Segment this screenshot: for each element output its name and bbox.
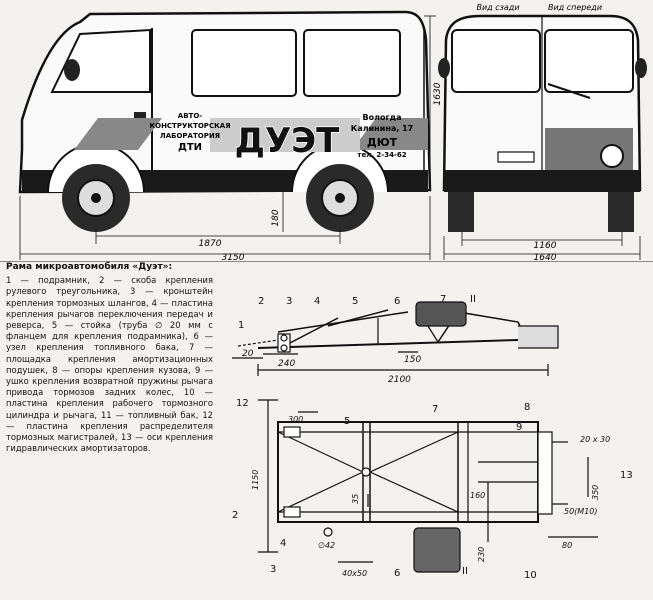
side-label-5: 5 xyxy=(352,296,358,307)
caption-text: 1 — подрамник, 2 — скоба крепления рулев… xyxy=(6,275,213,454)
plan-label-6: 6 xyxy=(394,568,400,579)
frame-side-view xyxy=(232,301,559,376)
org-line-3: ЛАБОРАТОРИЯ xyxy=(160,132,220,140)
addr-line-1: Вологда xyxy=(363,113,402,122)
figure-caption: Рама микроавтомобиля «Дуэт»: 1 — подрамн… xyxy=(6,262,213,454)
plan-label-7: 7 xyxy=(432,404,438,415)
front-dimensions xyxy=(424,15,641,260)
frame-plan-view xyxy=(258,399,598,573)
dim-ground-clearance: 180 xyxy=(271,209,281,226)
plan-label-9: 9 xyxy=(516,422,522,433)
dim-plan-50m10: 50(M10) xyxy=(564,507,598,516)
dim-height: 1630 xyxy=(433,82,443,105)
frame-drawing: 1 2 3 4 5 6 7 II 20 240 150 2100 12 2 3 … xyxy=(232,294,633,581)
view-front-label: Вид спереди xyxy=(548,3,602,12)
van-side-view xyxy=(18,10,432,232)
addr-line-3: ДЮТ xyxy=(367,136,398,149)
frame-side-labels: 1 2 3 4 5 6 7 II xyxy=(238,294,476,331)
side-label-4: 4 xyxy=(314,296,320,307)
caption-title: Рама микроавтомобиля «Дуэт»: xyxy=(6,262,173,272)
addr-line-2: Калинина, 17 xyxy=(351,124,413,133)
dim-plan-350: 350 xyxy=(591,485,600,500)
side-label-7: 7 xyxy=(440,294,446,305)
dim-plan-1150: 1150 xyxy=(251,470,260,490)
dim-plan-40x50: 40x50 xyxy=(342,569,367,578)
side-label-6: 6 xyxy=(394,296,400,307)
dim-side-240: 240 xyxy=(278,359,295,369)
plan-label-3: 3 xyxy=(270,564,276,575)
dim-plan-35: 35 xyxy=(351,494,360,504)
van-lettering: АВТО- КОНСТРУКТОРСКАЯ ЛАБОРАТОРИЯ ДТИ ДУ… xyxy=(149,112,413,162)
plan-label-4: 4 xyxy=(280,538,286,549)
van-drawing: АВТО- КОНСТРУКТОРСКАЯ ЛАБОРАТОРИЯ ДТИ ДУ… xyxy=(0,3,653,262)
plan-label-8: 8 xyxy=(524,402,530,413)
side-label-11: II xyxy=(470,294,476,305)
org-line-1: АВТО- xyxy=(178,112,202,120)
org-line-2: КОНСТРУКТОРСКАЯ xyxy=(149,122,230,130)
plan-label-11: II xyxy=(462,566,468,577)
dim-side-20: 20 xyxy=(242,349,254,359)
org-line-4: ДТИ xyxy=(178,142,202,153)
brand-name: ДУЭТ xyxy=(235,121,340,161)
plan-label-13: 13 xyxy=(620,470,633,481)
view-rear-label: Вид сзади xyxy=(476,3,519,12)
side-label-3: 3 xyxy=(286,296,292,307)
van-front-view xyxy=(438,14,647,232)
plan-label-2: 2 xyxy=(232,510,238,521)
dim-plan-300: 300 xyxy=(288,415,303,424)
dim-length: 3150 xyxy=(222,253,245,262)
side-dimensions xyxy=(19,192,431,260)
dim-plan-42: ∅42 xyxy=(318,541,335,550)
dim-track: 1160 xyxy=(534,241,557,251)
frame-plan-labels: 12 2 3 4 5 6 7 8 9 10 13 II xyxy=(232,398,633,581)
plan-label-10: 10 xyxy=(524,570,537,581)
plan-label-12: 12 xyxy=(236,398,249,409)
dim-plan-20x30: 20 x 30 xyxy=(580,435,610,444)
dim-plan-80: 80 xyxy=(562,541,572,550)
dim-wheelbase: 1870 xyxy=(199,239,222,249)
dim-plan-230: 230 xyxy=(477,547,486,562)
dim-width: 1640 xyxy=(534,253,557,262)
frame-side-dims: 20 240 150 2100 xyxy=(242,349,421,385)
addr-line-4: тел. 2-34-62 xyxy=(357,151,406,159)
dim-plan-160: 160 xyxy=(470,491,485,500)
dim-side-2100: 2100 xyxy=(388,375,411,385)
frame-plan-dims: 300 1150 35 ∅42 40x50 230 160 350 20 x 3… xyxy=(251,415,610,578)
side-label-2: 2 xyxy=(258,296,264,307)
side-label-1: 1 xyxy=(238,320,244,331)
dim-side-150: 150 xyxy=(404,355,421,365)
plan-label-5: 5 xyxy=(344,416,350,427)
